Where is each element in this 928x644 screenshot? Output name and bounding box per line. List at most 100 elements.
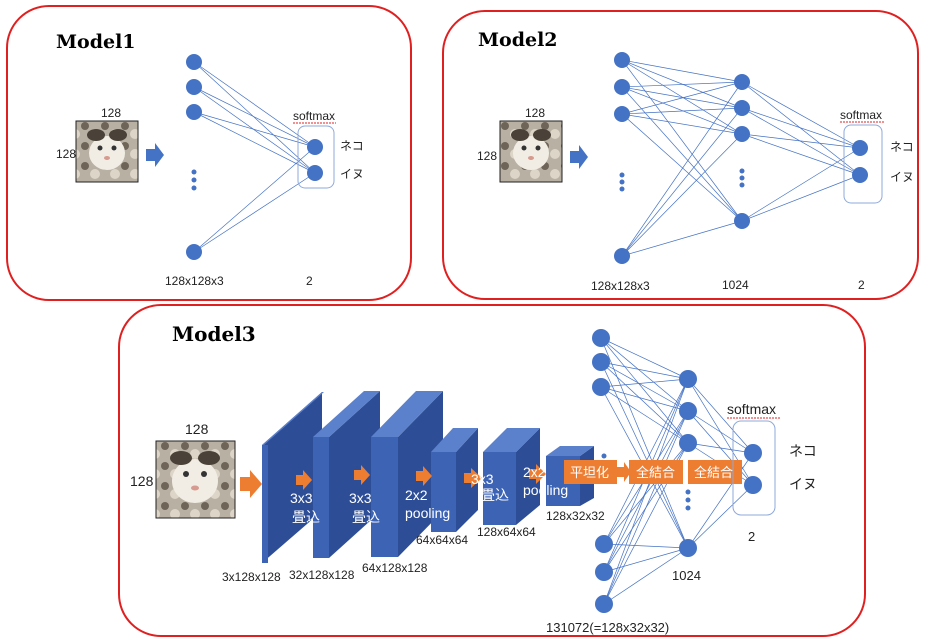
ellipsis-dot (191, 169, 197, 175)
dim-128x64x64: 128x64x64 (477, 525, 536, 539)
connection-edge (600, 386, 689, 444)
model3-title: Model3 (172, 322, 256, 346)
connection-edge (741, 147, 861, 222)
connection-edge (600, 378, 689, 388)
dim-64x64x64: 64x64x64 (416, 533, 468, 547)
model2-edges (621, 59, 861, 257)
model1-edges (193, 61, 316, 253)
model1-softmax-label: softmax (293, 109, 335, 123)
model3-flat-node (595, 535, 613, 553)
model1-panel: Model1 128 128 softmax ネコ イヌ 128x128x3 2 (6, 5, 412, 301)
model1-output-count: 2 (306, 274, 313, 288)
block-32x128x128 (313, 391, 380, 558)
connection-edge (621, 59, 743, 135)
dim-32x128x128: 32x128x128 (289, 568, 355, 582)
connection-edge (621, 113, 743, 222)
model2-panel: Model2 128 128 softmax (442, 10, 919, 300)
model2-img-height: 128 (477, 149, 497, 163)
model3-flat-dim: 131072(=128x32x32) (546, 620, 669, 635)
pool1-label-op: pooling (405, 505, 450, 521)
model1-input-node (186, 244, 202, 260)
model3-out-inu: イヌ (789, 476, 817, 492)
connection-edge (621, 113, 743, 135)
model1-img-height: 128 (56, 147, 76, 161)
model3-hidden-node (679, 370, 697, 388)
ellipsis-dot (739, 182, 745, 188)
ellipsis-dot (739, 175, 745, 181)
connection-edge (741, 133, 861, 149)
model3-softmax-label: softmax (727, 401, 776, 417)
model2-input-node (614, 52, 630, 68)
connection-edge (600, 361, 689, 444)
model2-input-dim: 128x128x3 (591, 279, 650, 293)
connection-edge (600, 337, 689, 549)
model1-img-width: 128 (101, 106, 121, 120)
connection-edge (621, 81, 743, 88)
model2-cat-image (499, 120, 563, 183)
connection-edge (193, 86, 316, 174)
connection-edge (741, 81, 861, 149)
model3-flat-node (592, 329, 610, 347)
model1-output-node-neko (307, 139, 323, 155)
conv1-label-op: 畳込 (292, 509, 320, 525)
model1-frame (6, 5, 412, 301)
model1-input-node (186, 79, 202, 95)
connection-edge (193, 61, 316, 148)
connection-edge (603, 547, 689, 573)
model2-softmax-label: softmax (840, 108, 882, 122)
fc1-box (629, 460, 683, 484)
conv1-label-size: 3x3 (290, 490, 313, 506)
model2-out-inu: イヌ (890, 170, 914, 184)
model2-arrow (570, 145, 588, 169)
model3-img-height: 128 (130, 473, 154, 489)
ellipsis-dot (739, 168, 745, 174)
model3-out-neko: ネコ (789, 443, 817, 459)
connection-edge (193, 172, 316, 253)
pool2-label-op: pooling (523, 482, 568, 498)
model3-output-node-inu (744, 476, 762, 494)
model2-output-node-inu (852, 167, 868, 183)
connection-edge (603, 442, 689, 545)
model2-output-count: 2 (858, 278, 865, 292)
connection-edge (603, 410, 689, 605)
connection-edge (741, 174, 861, 222)
connection-edge (193, 86, 316, 148)
model2-hidden-node (734, 213, 750, 229)
connection-edge (741, 81, 861, 176)
model3-input-arrow (240, 470, 262, 498)
ellipsis-dot (619, 179, 625, 185)
conv3-label-size: 3x3 (471, 471, 494, 487)
connection-edge (193, 111, 316, 174)
connection-edge (621, 81, 743, 115)
model2-hidden-node (734, 74, 750, 90)
model3-flat-node (592, 378, 610, 396)
model1-softmax-box (297, 125, 335, 189)
flatten-box (564, 460, 617, 484)
model1-title: Model1 (56, 31, 136, 53)
connection-edge (193, 146, 316, 253)
model3-hidden-node (679, 539, 697, 557)
connection-edge (621, 81, 743, 257)
model3-step-arrow (354, 465, 370, 485)
connection-edge (687, 452, 754, 549)
connection-edge (741, 133, 861, 176)
pool1-label-size: 2x2 (405, 487, 428, 503)
dim-64x128x128: 64x128x128 (362, 561, 428, 575)
model3-step-arrow (296, 470, 312, 490)
connection-edge (687, 484, 754, 549)
connection-edge (687, 442, 754, 454)
model2-output-node-neko (852, 140, 868, 156)
model3-output-node-neko (744, 444, 762, 462)
connection-edge (687, 378, 754, 454)
connection-edge (193, 111, 316, 148)
model2-frame (442, 10, 919, 300)
ellipsis-dot (601, 453, 607, 459)
connection-edge (621, 133, 743, 257)
connection-edge (600, 337, 689, 412)
flatten-arrow (617, 462, 631, 482)
connection-edge (621, 59, 743, 83)
connection-edge (600, 361, 689, 412)
model3-hidden-node (679, 402, 697, 420)
connection-edge (621, 59, 743, 222)
